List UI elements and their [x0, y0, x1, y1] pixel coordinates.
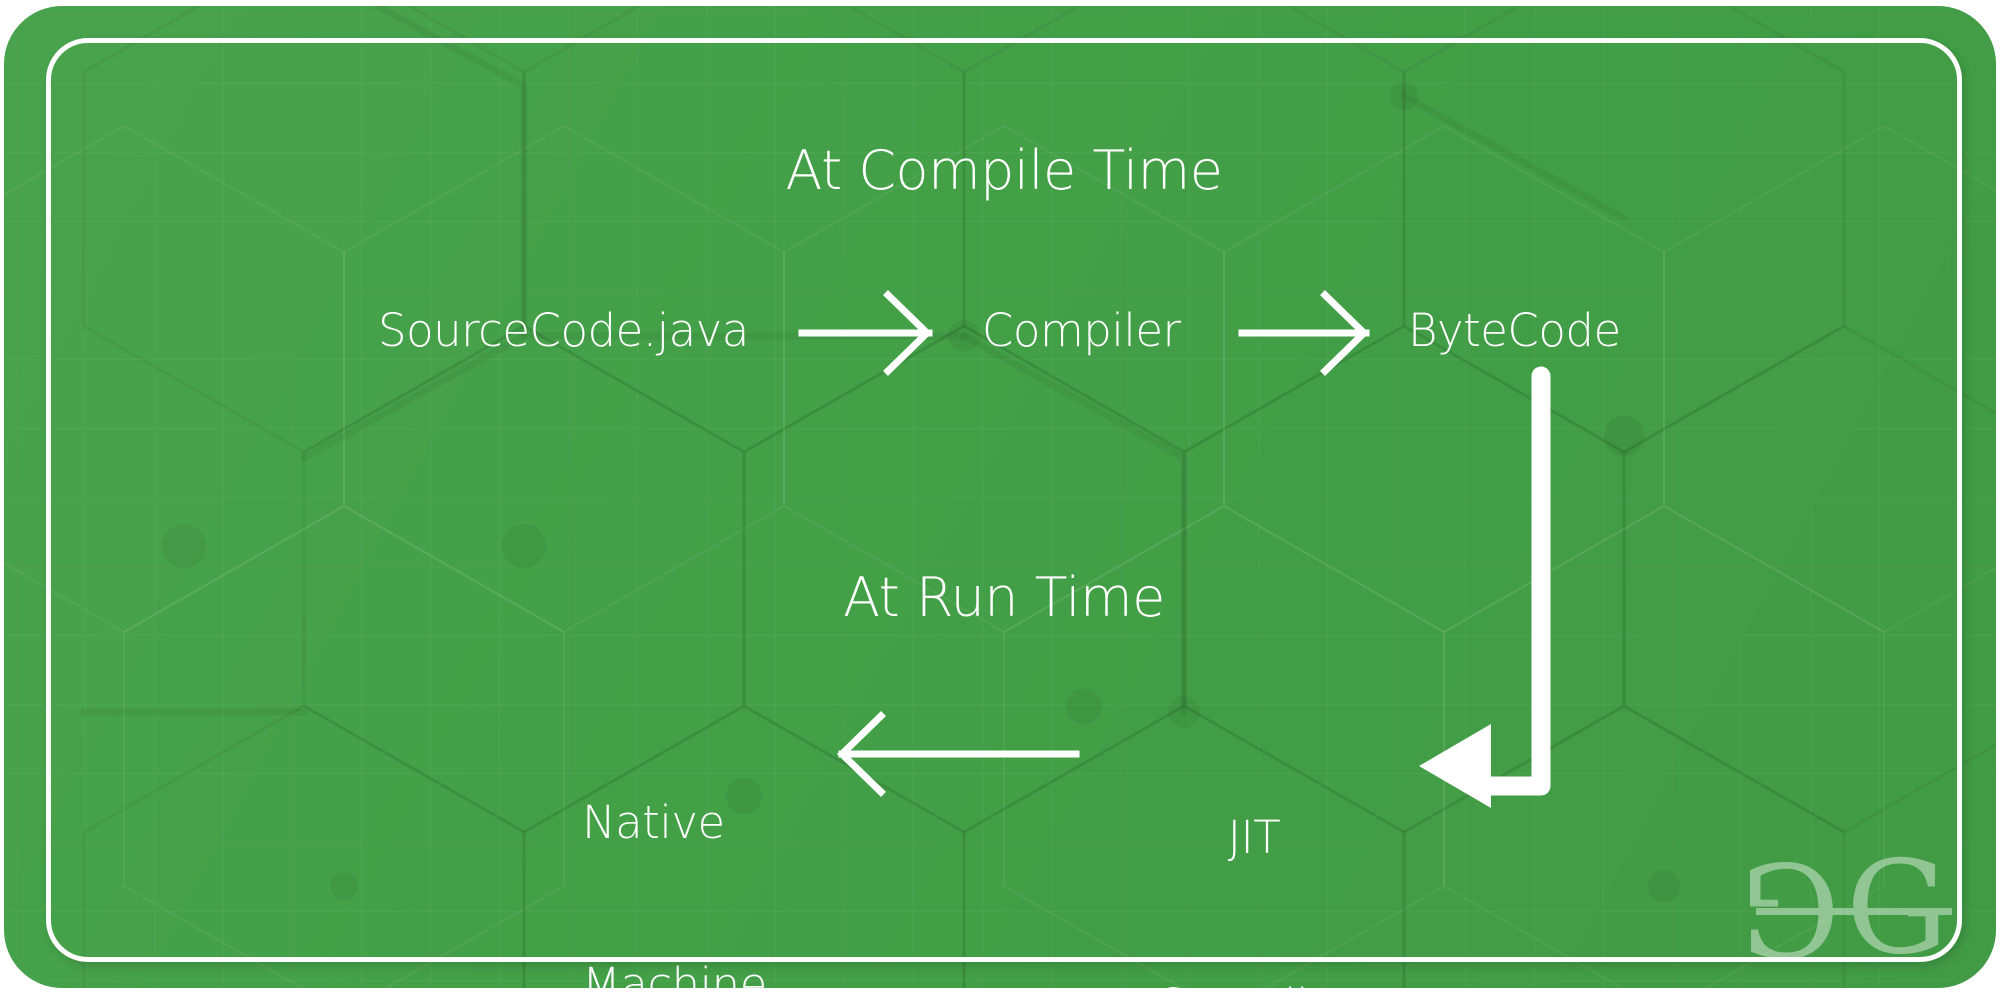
node-compiler: Compiler [982, 304, 1181, 357]
node-byte-code: ByteCode [1408, 304, 1621, 357]
node-native-machine-code: Native Machine Code [582, 688, 942, 988]
geeksforgeeks-logo-icon: G G [1750, 834, 1952, 964]
svg-text:G: G [1750, 834, 1840, 964]
node-jit-compiler-line-2: Compiler [1094, 978, 1414, 988]
svg-text:G: G [1846, 834, 1948, 964]
arrow-compiler-to-bytecode [1238, 290, 1370, 376]
node-jit-compiler: JIT Compiler [1094, 698, 1414, 988]
node-jit-compiler-line-1: JIT [1227, 811, 1281, 864]
node-source-code: SourceCode.java [378, 304, 749, 357]
diagram-card: At Compile Time At Run Time SourceCode.j… [4, 6, 1996, 988]
node-native-machine-code-line-2: Machine [582, 958, 767, 988]
section-title-compile-time: At Compile Time [785, 139, 1224, 202]
node-native-machine-code-line-1: Native [582, 796, 725, 849]
section-title-run-time: At Run Time [843, 566, 1165, 629]
arrow-source-to-compiler [798, 290, 933, 376]
